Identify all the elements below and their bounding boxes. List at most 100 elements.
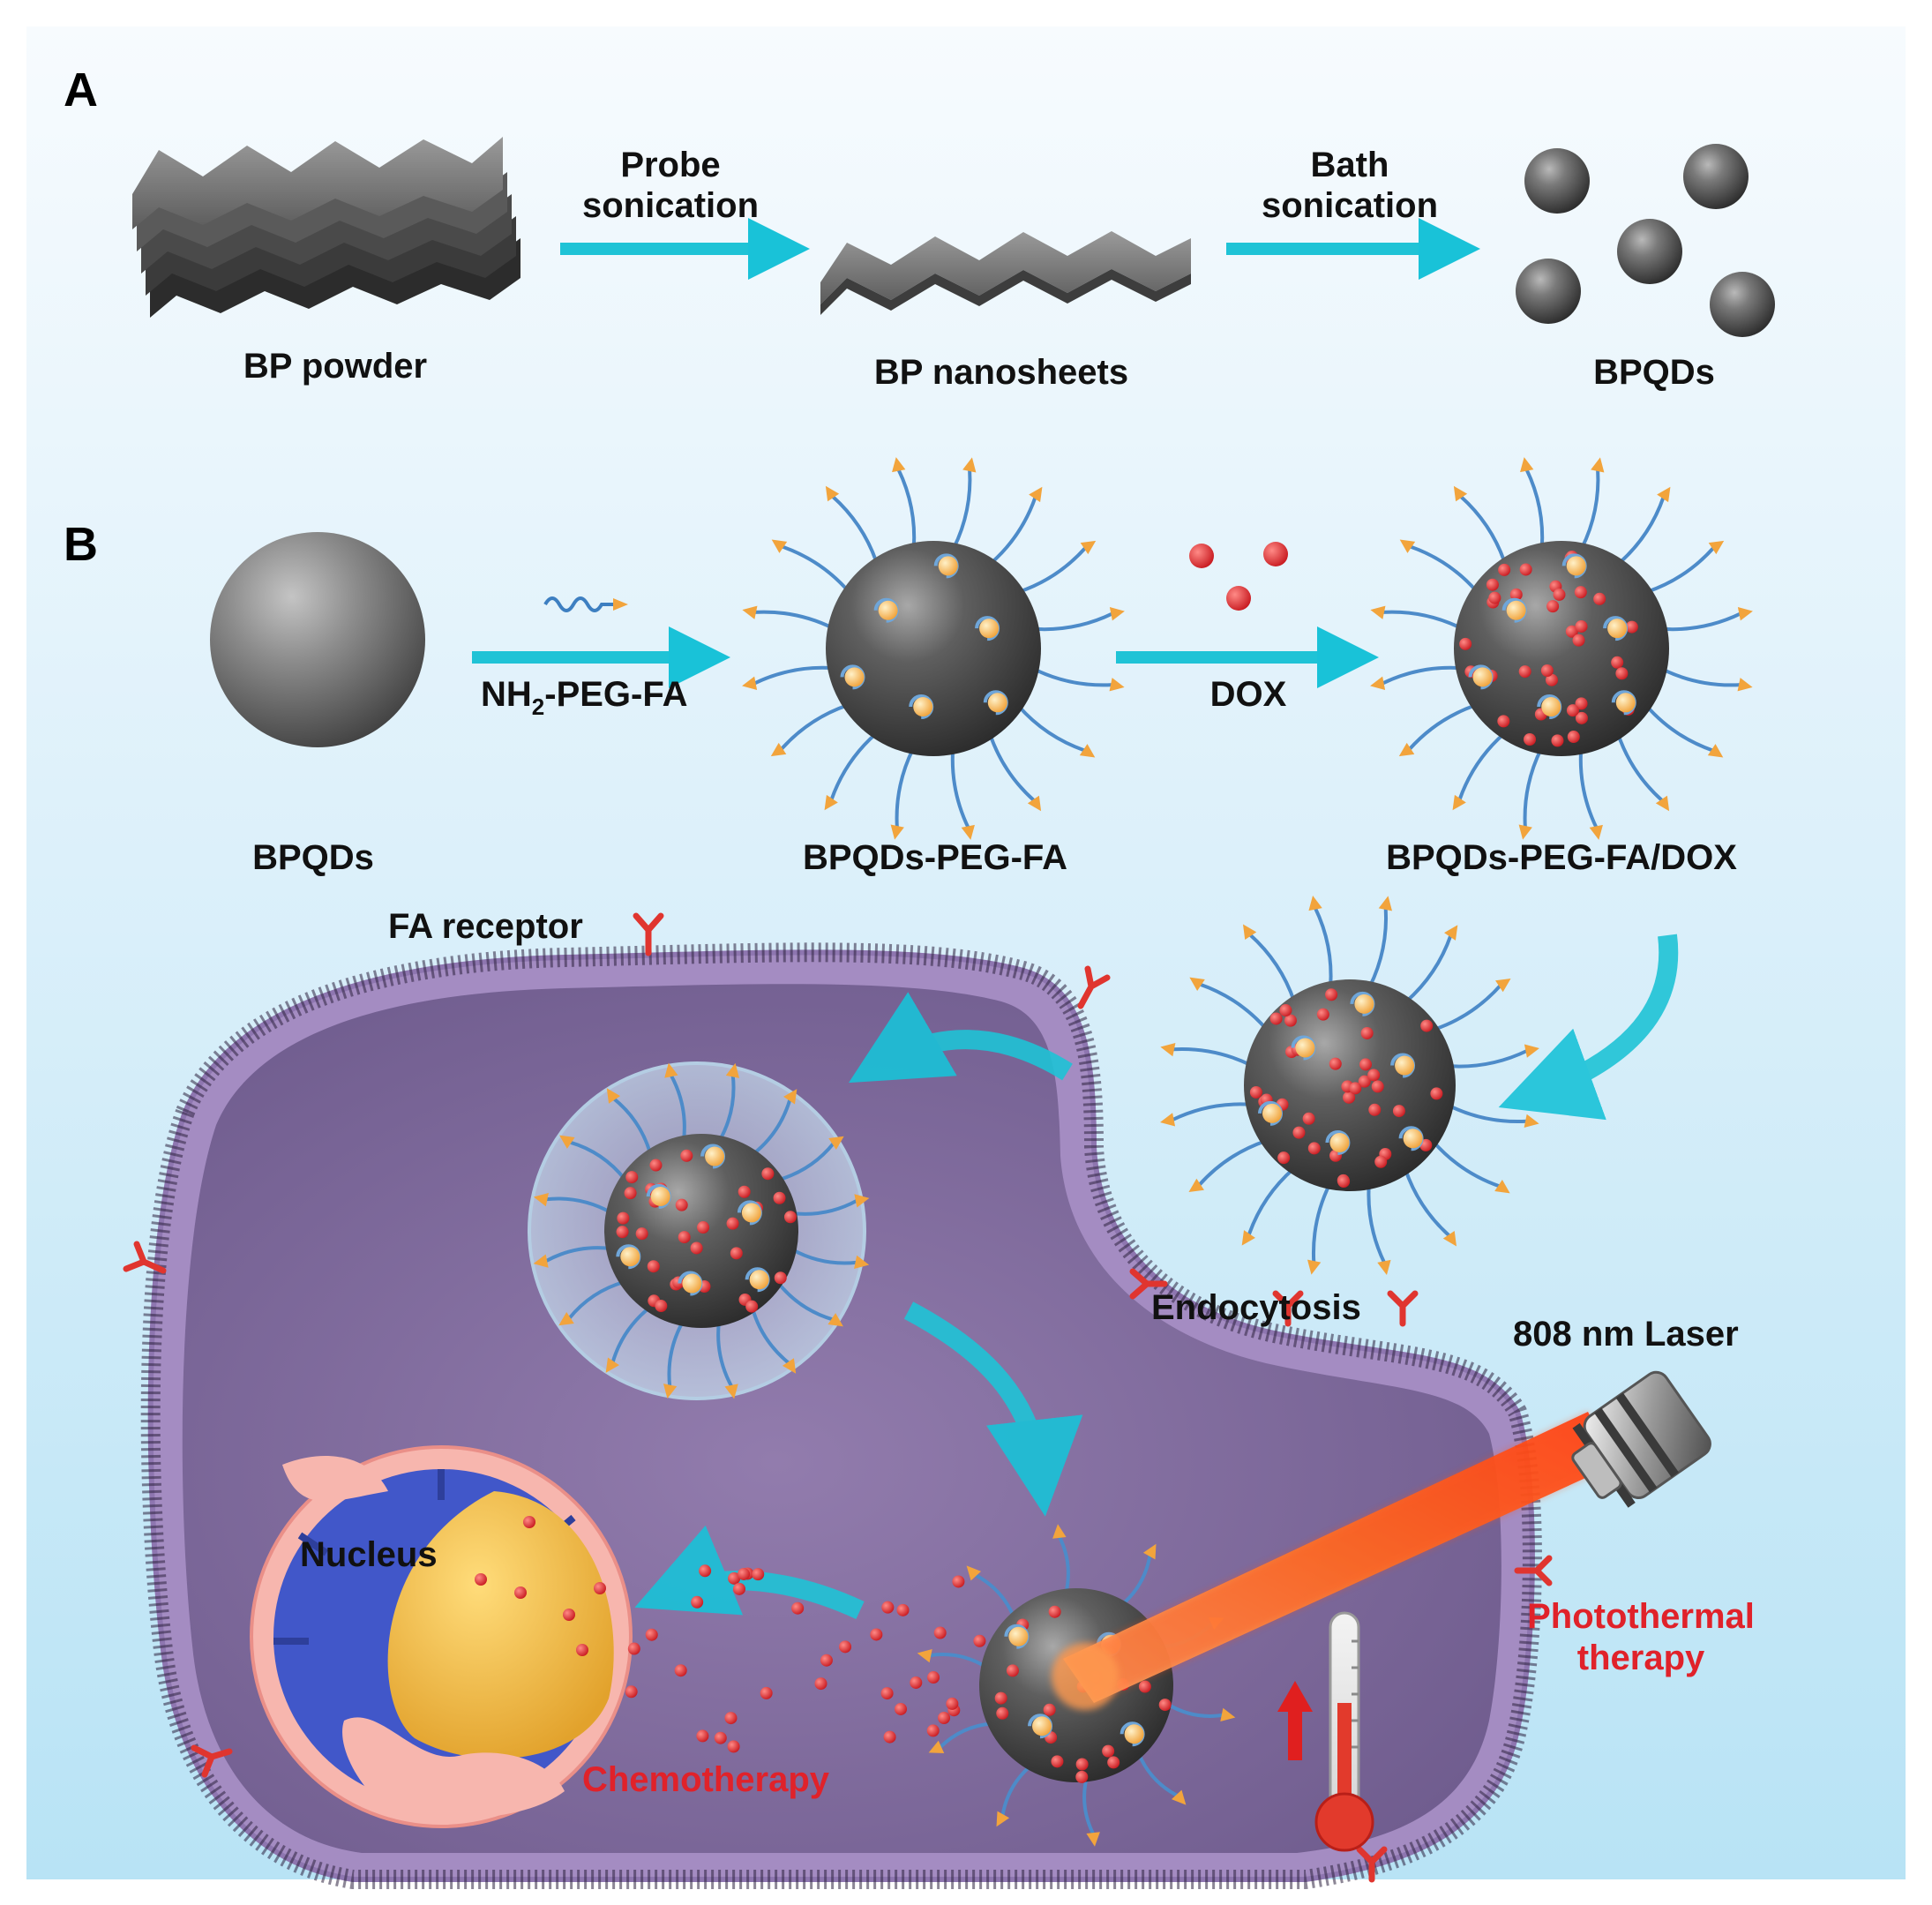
fa-ligand-tip: [559, 1135, 575, 1149]
fa-bead: [979, 619, 1000, 639]
fa-ligand-tip: [1655, 795, 1670, 812]
peg-chain: [1247, 1167, 1295, 1236]
fa-ligand-tip: [854, 1194, 870, 1208]
peg-chain: [753, 665, 834, 686]
bpqds-label-a: BPQDs: [1593, 353, 1715, 392]
fa-ligand-tip: [1737, 607, 1753, 621]
dox-molecule: [774, 1271, 787, 1285]
nucleus: [250, 1445, 633, 1828]
dox-molecule: [1269, 1012, 1283, 1025]
dox-molecule: [1575, 711, 1588, 724]
fa-ligand-tip: [533, 1192, 549, 1207]
dox-molecule: [881, 1601, 895, 1614]
fa-ligand-tip: [892, 457, 906, 473]
dox-molecule: [475, 1573, 487, 1586]
peg-chain: [567, 1279, 625, 1320]
dox-molecule: [1249, 1085, 1262, 1099]
dox-molecule: [1051, 1755, 1064, 1768]
dox-molecule: [783, 1211, 797, 1224]
peg-chain: [569, 1140, 626, 1181]
fa-bead: [650, 1187, 670, 1207]
endolysosome: [528, 1061, 870, 1400]
laser-label: 808 nm Laser: [1513, 1315, 1739, 1354]
bpqds-peg-fa-dox-graphic: [1370, 457, 1753, 840]
dox-molecule: [728, 1571, 741, 1585]
fa-ligand-tip: [1737, 678, 1753, 692]
fa-ligand-tip: [605, 1357, 619, 1373]
fa-ligand-tip: [558, 1311, 574, 1326]
peg-chain: [667, 1320, 685, 1387]
peg-chain: [1523, 747, 1543, 828]
dox-molecule: [675, 1198, 688, 1211]
peg-chain: [1381, 665, 1462, 686]
peg-chain: [752, 1099, 792, 1156]
dox-molecule: [727, 1740, 740, 1753]
fa-bead: [1295, 1038, 1315, 1058]
dox-molecule: [1567, 731, 1580, 744]
fa-ligand-tip: [770, 742, 787, 757]
bpqds-spheres-graphic: [1516, 144, 1775, 337]
dox-molecule: [594, 1582, 606, 1594]
dox-reagent-label: DOX: [1210, 675, 1287, 714]
fa-ligand-tip: [1308, 896, 1322, 911]
dox-molecule: [1509, 588, 1523, 601]
fa-ligand-tip: [1160, 1113, 1176, 1127]
peg-chain: [750, 1307, 790, 1365]
dox-molecule: [1540, 664, 1554, 678]
dox-molecule: [645, 1628, 658, 1641]
fa-bead: [1262, 1103, 1282, 1123]
fa-ligand-tip: [890, 824, 904, 840]
dox-molecule: [1553, 588, 1566, 601]
peg-chain: [1057, 1535, 1070, 1594]
dox-molecule: [745, 1300, 759, 1313]
dox-molecule: [1519, 563, 1532, 576]
peg-chain: [1645, 546, 1716, 594]
peg-chain: [781, 544, 850, 593]
fa-bead: [1607, 619, 1628, 639]
dox-molecule: [839, 1640, 852, 1654]
fa-ligand-tip: [966, 1565, 982, 1581]
fa-ligand-tip: [1494, 1180, 1510, 1194]
dox-molecule: [952, 1575, 965, 1588]
fa-ligand-tip: [1453, 485, 1468, 502]
dox-molecule: [523, 1516, 535, 1528]
peg-chain: [1617, 496, 1666, 566]
dox-molecule: [563, 1609, 575, 1621]
dox-molecule: [1566, 704, 1579, 717]
peg-chain: [1000, 1764, 1032, 1817]
dox-molecule: [696, 1729, 709, 1743]
fa-ligand-tip: [1591, 457, 1605, 473]
photothermal-label-line1: Photothermal: [1527, 1597, 1755, 1636]
dox-molecule: [514, 1586, 527, 1599]
dox-molecule: [1615, 667, 1629, 680]
dox-molecule: [625, 1171, 639, 1184]
dox-molecule: [1307, 1142, 1321, 1155]
fa-ligand-tip: [1495, 978, 1511, 993]
dox-molecule: [647, 1260, 660, 1273]
dox-molecule: [994, 1691, 1007, 1705]
peg-chain: [974, 1572, 1016, 1618]
peg-chain: [1409, 544, 1479, 593]
dox-molecule: [1075, 1758, 1089, 1771]
peg-chain: [1313, 906, 1333, 987]
peg-chain: [1382, 610, 1463, 630]
dox-molecule: [752, 1568, 765, 1581]
dox-molecule: [1302, 1112, 1315, 1125]
fa-ligand-tip: [1452, 794, 1466, 811]
peg-chain: [777, 1142, 835, 1182]
fa-bead: [1124, 1724, 1144, 1744]
fa-bead: [741, 1203, 761, 1223]
peg-chain: [790, 1248, 857, 1265]
dox-molecule: [1497, 715, 1510, 728]
peg-chain: [1032, 667, 1112, 687]
fa-ligand-tip: [1220, 1707, 1236, 1722]
peg-chain: [791, 1198, 858, 1216]
dox-molecule: [1371, 1080, 1384, 1093]
dox-molecule: [1575, 697, 1588, 710]
fa-ligand-tip: [827, 1313, 843, 1327]
probe-sonication-label-line1: Probe: [620, 146, 720, 184]
peg-chain: [829, 731, 878, 801]
peg-chain: [1171, 1102, 1252, 1122]
fa-bead: [705, 1146, 725, 1166]
fa-ligand-tip: [825, 485, 840, 502]
